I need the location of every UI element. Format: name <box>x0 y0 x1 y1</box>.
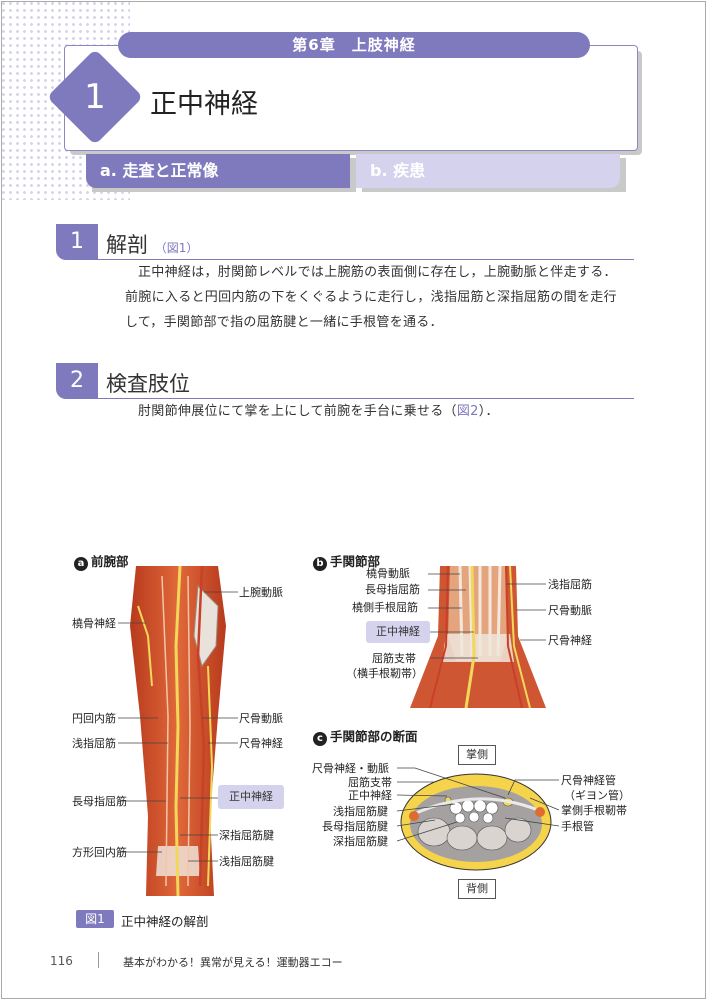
label-fdp-tendon-c: 深指屈筋腱 <box>333 835 388 848</box>
label-ulnar-artery-b: 尺骨動脈 <box>548 604 592 617</box>
forearm-illustration <box>130 566 226 896</box>
label-fds: 浅指屈筋 <box>72 737 116 750</box>
title-box <box>64 45 638 151</box>
figure-caption-tag: 図1 <box>76 910 114 928</box>
figure-caption: 正中神経の解剖 <box>121 914 209 929</box>
label-fpl-tendon-c: 長母指屈筋腱 <box>322 820 388 833</box>
section-2-badge: 2 <box>56 363 98 399</box>
section-2-body-text: 肘関節伸展位にて掌を上にして前腕を手台に乗せる（ <box>138 404 457 419</box>
label-median-nerve-b: 正中神経 <box>366 621 430 643</box>
label-fpl: 長母指屈筋 <box>72 795 127 808</box>
label-ulnar-nerve-artery: 尺骨神経・動脈 <box>312 762 389 775</box>
label-palmar-carpal-ligament: 掌側手根靭帯 <box>561 804 627 817</box>
label-ulnar-nerve: 尺骨神経 <box>239 737 283 750</box>
wrist-illustration <box>410 566 546 708</box>
label-palmar-side: 掌側 <box>458 745 496 765</box>
panel-c-title-text: 手関節部の断面 <box>330 729 418 744</box>
section-1-body: 正中神経は，肘関節レベルでは上腕筋の表面側に存在し，上腕動脈と伴走する．前腕に入… <box>125 265 617 330</box>
section-1-title-text: 解剖 <box>106 233 148 257</box>
figure-ref[interactable]: （図1） <box>154 241 199 255</box>
wrist-cross-section <box>400 773 552 871</box>
section-number: 1 <box>84 77 106 117</box>
tab-disease[interactable]: b. 疾患 <box>356 154 620 188</box>
figure-2-ref[interactable]: 図2 <box>456 404 479 419</box>
panel-b-title-text: 手関節部 <box>330 554 381 569</box>
section-1-badge: 1 <box>56 224 98 260</box>
label-brachial-artery: 上腕動脈 <box>239 586 283 599</box>
label-radial-artery: 橈骨動脈 <box>366 567 410 580</box>
footer-divider <box>98 952 99 968</box>
label-median-nerve-c: 正中神経 <box>348 789 392 802</box>
label-fpl-b: 長母指屈筋 <box>365 583 420 596</box>
label-pronator-teres: 円回内筋 <box>72 712 116 725</box>
section-2-body: 肘関節伸展位にて掌を上にして前腕を手台に乗せる（図2）． <box>125 399 625 424</box>
panel-b-marker: b <box>313 557 327 571</box>
page-number: 116 <box>50 954 73 968</box>
chapter-bar: 第6章 上肢神経 <box>118 32 590 58</box>
label-flexor-retinaculum: 屈筋支帯 <box>372 652 416 665</box>
label-fds-tendon-c: 浅指屈筋腱 <box>333 805 388 818</box>
book-title: 基本がわかる！異常が見える！運動器エコー <box>123 956 343 969</box>
section-2-body-end: ）． <box>478 404 499 419</box>
label-carpal-tunnel: 手根管 <box>561 820 594 833</box>
panel-a-leader-lines <box>118 591 238 862</box>
panel-a-title-text: 前腕部 <box>91 554 129 569</box>
label-flexor-retinaculum-c: 屈筋支帯 <box>348 776 392 789</box>
label-radial-nerve: 橈骨神経 <box>72 617 116 630</box>
panel-c-leader-lines <box>396 767 560 842</box>
label-ulnar-artery: 尺骨動脈 <box>239 712 283 725</box>
label-pronator-quadratus: 方形回内筋 <box>72 846 127 859</box>
tab-scan-normal[interactable]: a. 走査と正常像 <box>86 154 350 188</box>
section-2-title: 検査肢位 <box>106 372 190 396</box>
page-title: 正中神経 <box>150 89 258 120</box>
label-transverse-carpal-ligament: （横手根靭帯） <box>346 667 423 680</box>
label-ulnar-nerve-b: 尺骨神経 <box>548 634 592 647</box>
label-guyon-canal-alt: （ギヨン管） <box>564 789 630 802</box>
label-fds-b: 浅指屈筋 <box>548 578 592 591</box>
label-median-nerve: 正中神経 <box>218 785 284 809</box>
label-fcr: 橈側手根屈筋 <box>352 601 418 614</box>
label-dorsal-side: 背側 <box>458 879 496 899</box>
section-2-rule <box>98 398 634 399</box>
label-guyon-canal: 尺骨神経管 <box>561 774 616 787</box>
panel-a-marker: a <box>74 557 88 571</box>
label-fdp-tendon: 深指屈筋腱 <box>219 829 274 842</box>
label-fds-tendon: 浅指屈筋腱 <box>219 855 274 868</box>
section-1-title: 解剖 （図1） <box>106 229 198 259</box>
panel-b-leader-lines <box>428 573 546 659</box>
section-1-rule <box>98 259 634 260</box>
panel-c-marker: c <box>313 732 327 746</box>
